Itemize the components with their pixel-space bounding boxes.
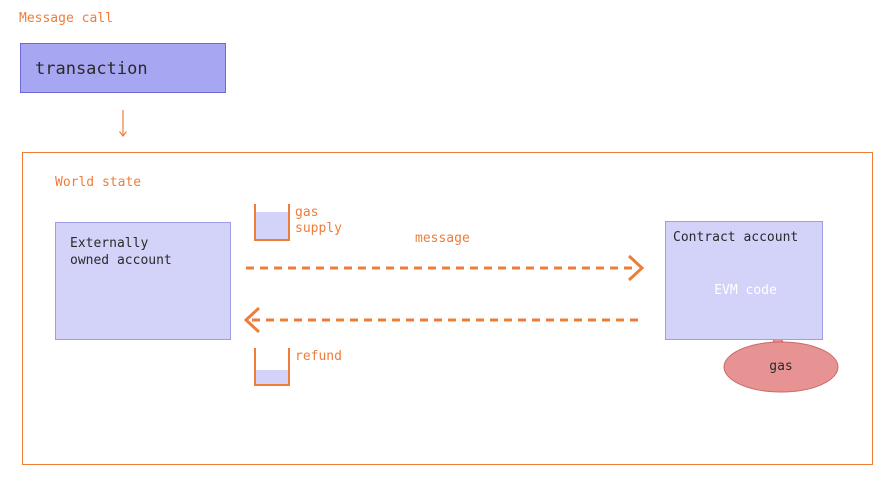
- world-state-frame: [22, 152, 873, 465]
- gas-supply-cup-icon: [254, 204, 290, 241]
- message-arrow: [246, 254, 645, 282]
- externally-owned-account-box: Externally owned account: [55, 222, 231, 340]
- gas-supply-label: gas supply: [295, 205, 342, 236]
- diagram-title: Message call: [19, 11, 113, 26]
- evm-code-label: EVM code: [714, 283, 777, 298]
- externally-owned-account-label: Externally owned account: [70, 236, 172, 268]
- transaction-box: transaction: [20, 43, 226, 93]
- transaction-label: transaction: [35, 59, 148, 79]
- refund-arrow: [243, 306, 642, 334]
- contract-account-label: Contract account: [673, 230, 799, 245]
- refund-label: refund: [295, 349, 342, 364]
- message-label: message: [415, 231, 470, 246]
- world-state-label: World state: [55, 175, 142, 190]
- down-arrow: [119, 110, 127, 137]
- refund-cup-icon: [254, 348, 290, 386]
- gas-label: gas: [769, 359, 793, 374]
- contract-account-box: Contract account: [665, 221, 823, 340]
